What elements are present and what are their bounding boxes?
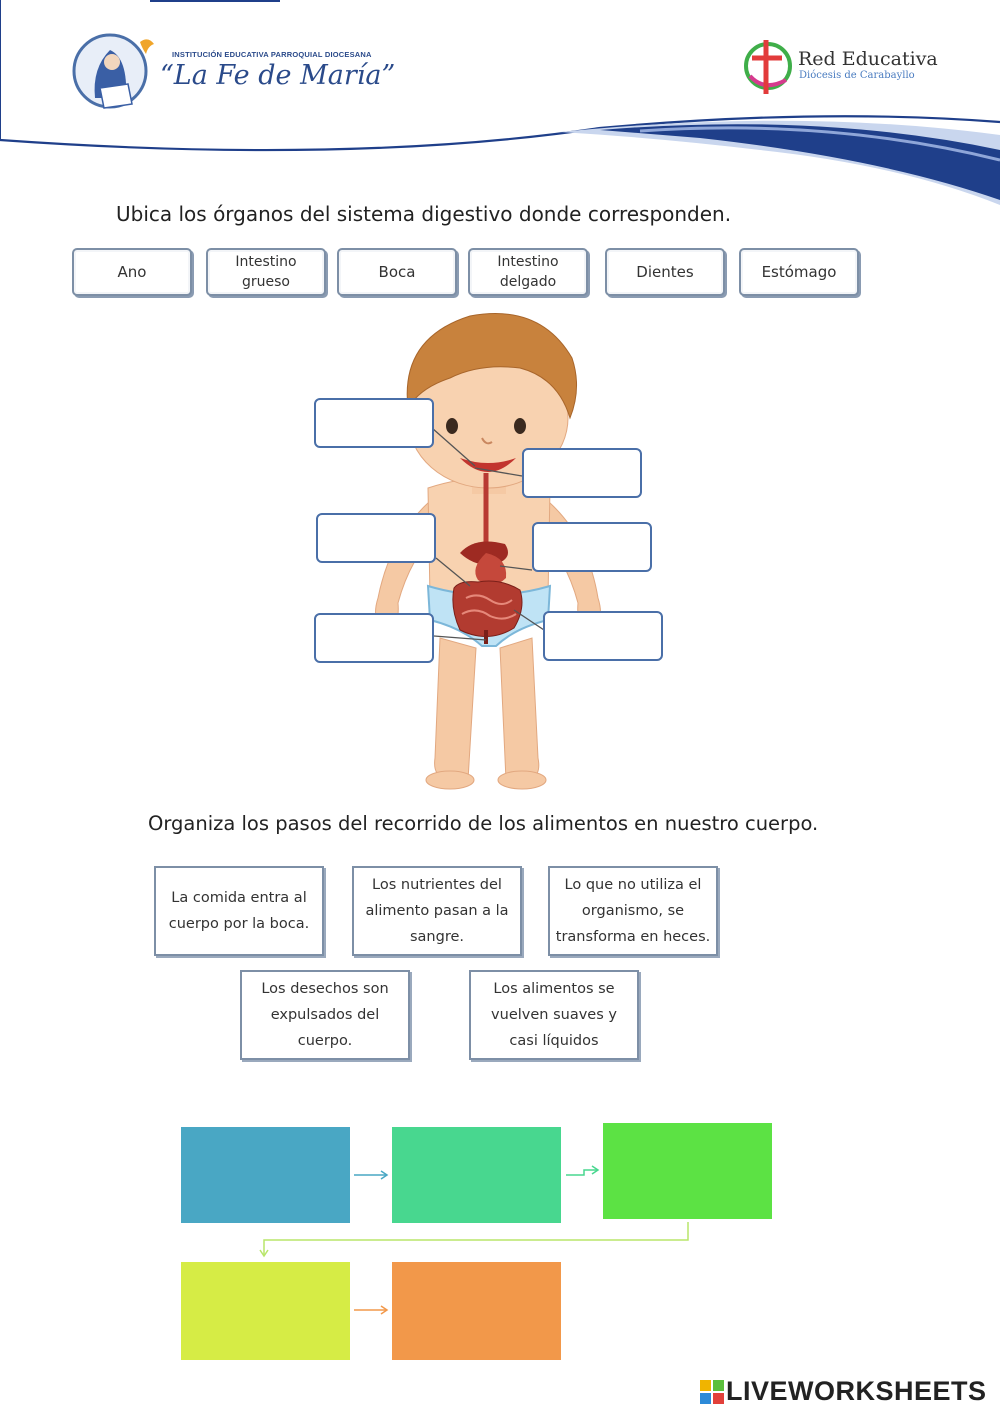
network-title: Red Educativa: [798, 48, 938, 70]
network-subtitle: Diócesis de Carabayllo: [799, 70, 915, 81]
word-tile-intestino-grueso[interactable]: Intestino grueso: [206, 248, 326, 296]
header-wave-decoration: [0, 0, 1000, 205]
school-logo-virgin-mary-icon: [72, 33, 154, 109]
drop-box-4[interactable]: [532, 522, 652, 572]
arrow-1-to-2-icon: [354, 1170, 389, 1180]
word-tile-estomago[interactable]: Estómago: [739, 248, 859, 296]
drop-box-1[interactable]: [314, 398, 434, 448]
liveworksheets-logo-icon: [700, 1379, 724, 1404]
liveworksheets-wordmark: LIVEWORKSHEETS: [726, 1376, 987, 1406]
red-educativa-cross-logo-icon: [744, 40, 792, 94]
school-name: “La Fe de María”: [160, 60, 396, 91]
step-card-desechos[interactable]: Los desechos son expulsados del cuerpo.: [240, 970, 410, 1060]
sequence-slot-1[interactable]: [181, 1127, 350, 1223]
word-tile-ano[interactable]: Ano: [72, 248, 192, 296]
school-subtitle: INSTITUCIÓN EDUCATIVA PARROQUIAL DIOCESA…: [172, 50, 372, 59]
arrow-2-to-3-icon: [566, 1165, 600, 1176]
arrow-4-to-5-icon: [354, 1305, 389, 1315]
drop-box-3[interactable]: [316, 513, 436, 563]
step-card-alimentos-suaves[interactable]: Los alimentos se vuelven suaves y casi l…: [469, 970, 639, 1060]
sequence-slot-2[interactable]: [392, 1127, 561, 1223]
liveworksheets-brand: LIVEWORKSHEETS: [700, 1376, 987, 1407]
word-tile-dientes[interactable]: Dientes: [605, 248, 725, 296]
step-card-heces[interactable]: Lo que no utiliza el organismo, se trans…: [548, 866, 718, 956]
word-tile-boca[interactable]: Boca: [337, 248, 457, 296]
word-tile-intestino-delgado[interactable]: Intestino delgado: [468, 248, 588, 296]
arrow-3-to-4-icon: [259, 1222, 689, 1258]
step-card-nutrientes[interactable]: Los nutrientes del alimento pasan a la s…: [352, 866, 522, 956]
drop-box-5[interactable]: [314, 613, 434, 663]
drop-box-6[interactable]: [543, 611, 663, 661]
sequence-slot-4[interactable]: [181, 1262, 350, 1360]
step-card-boca[interactable]: La comida entra al cuerpo por la boca.: [154, 866, 324, 956]
sequence-slot-3[interactable]: [603, 1123, 772, 1219]
drop-box-2[interactable]: [522, 448, 642, 498]
instruction-steps: Organiza los pasos del recorrido de los …: [148, 812, 819, 835]
instruction-organs: Ubica los órganos del sistema digestivo …: [116, 202, 732, 226]
sequence-slot-5[interactable]: [392, 1262, 561, 1360]
